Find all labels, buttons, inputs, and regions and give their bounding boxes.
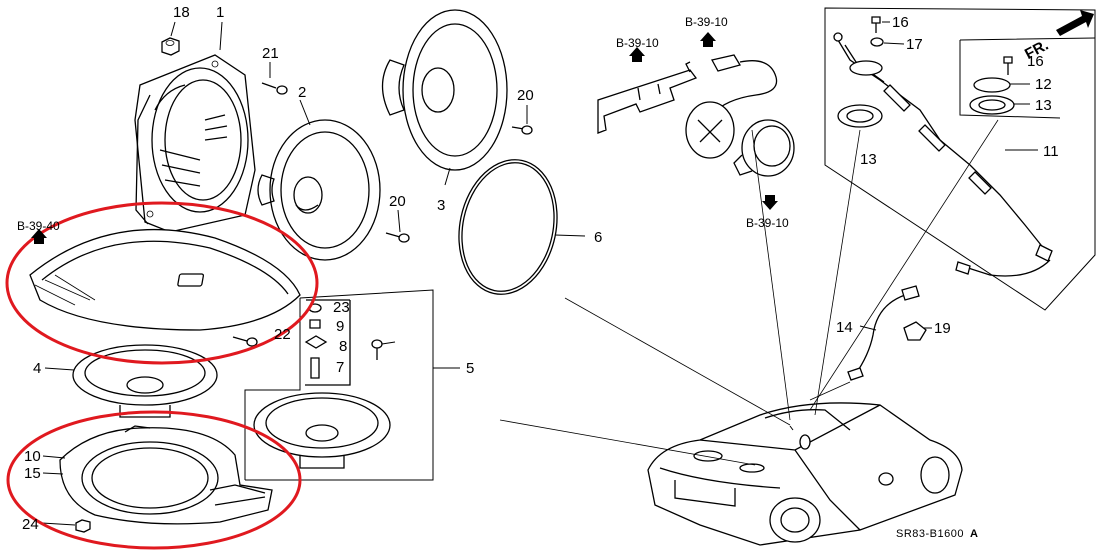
part-17-washer (870, 37, 905, 47)
callout-15: 15 (24, 465, 41, 482)
reference-labels: B-39-40 B-39-10 B-39-10 B-39-10 (17, 15, 789, 233)
callout-8: 8 (339, 338, 347, 355)
part-13-grommet-left (837, 104, 883, 128)
callout-10: 10 (24, 448, 41, 465)
callout-7: 7 (336, 359, 344, 376)
part-11-antenna (833, 32, 1053, 277)
callout-16a: 16 (892, 14, 909, 31)
part-6-round-sheet (458, 159, 586, 295)
speaker-wiring-connector (597, 54, 795, 177)
callout-5: 5 (466, 360, 474, 377)
callout-1: 1 (216, 4, 224, 21)
highlight-speaker-base (6, 410, 302, 550)
callout-23: 23 (333, 299, 350, 316)
part-4-flat-speaker (44, 344, 218, 418)
part-13-grommet-right (969, 95, 1030, 115)
leader-lines (499, 119, 999, 466)
down-arrow-icon (762, 195, 778, 210)
ref-b-39-40: B-39-40 (17, 219, 60, 233)
callout-2: 2 (298, 84, 306, 101)
part-5-assembly-group (244, 289, 460, 481)
grille-cover (29, 229, 301, 331)
callout-11: 11 (1043, 143, 1059, 160)
drawing-code-text: SR83-B1600 (896, 528, 964, 540)
highlight-grille-cover (5, 201, 319, 365)
callout-17: 17 (906, 36, 923, 53)
part-3-large-speaker (381, 9, 508, 186)
antenna-panel (824, 7, 1096, 311)
up-arrow-icon (700, 32, 716, 47)
callout-4: 4 (33, 360, 41, 377)
part-16-screw-right (1003, 56, 1013, 75)
up-arrow-icon (629, 47, 645, 62)
callout-20b: 20 (389, 193, 406, 210)
up-arrow-icon (31, 229, 47, 244)
callout-12: 12 (1035, 76, 1052, 93)
callout-18: 18 (173, 4, 190, 21)
callout-21: 21 (262, 45, 279, 62)
car-outline (647, 402, 963, 546)
part-12-cap (973, 77, 1030, 93)
part-10-15-speaker-base (42, 425, 273, 525)
ref-b-39-10-left: B-39-10 (616, 36, 659, 50)
part-21-screw (261, 62, 288, 95)
ref-b-39-10-bottom: B-39-10 (746, 216, 789, 230)
part-16-screw (871, 16, 890, 33)
part-20-screw-upper (511, 105, 533, 135)
drawing-revision: A (970, 528, 978, 540)
callout-13b: 13 (860, 151, 877, 168)
part-14-cable (847, 285, 920, 381)
callout-16b: 16 (1027, 53, 1044, 70)
callout-20a: 20 (517, 87, 534, 104)
part-1-speaker-bracket (134, 21, 256, 233)
callout-labels: 18 1 21 2 20 3 20 6 4 23 9 22 8 7 5 10 1… (22, 4, 1059, 533)
drawing-code: SR83-B1600 A (896, 528, 978, 540)
part-18-nut (161, 21, 180, 56)
callout-22: 22 (274, 326, 291, 343)
callout-9: 9 (336, 318, 344, 335)
part-20-screw-lower (385, 209, 410, 243)
callout-3: 3 (437, 197, 445, 214)
callout-19: 19 (934, 320, 951, 337)
callout-13a: 13 (1035, 97, 1052, 114)
part-24-nut (41, 519, 91, 533)
callout-24: 24 (22, 516, 39, 533)
callout-14: 14 (836, 319, 853, 336)
ref-b-39-10-top: B-39-10 (685, 15, 728, 29)
callout-6: 6 (594, 229, 602, 246)
part-22-screw (232, 336, 258, 347)
part-2-small-speaker (257, 99, 381, 261)
part-19-clip (903, 321, 932, 341)
